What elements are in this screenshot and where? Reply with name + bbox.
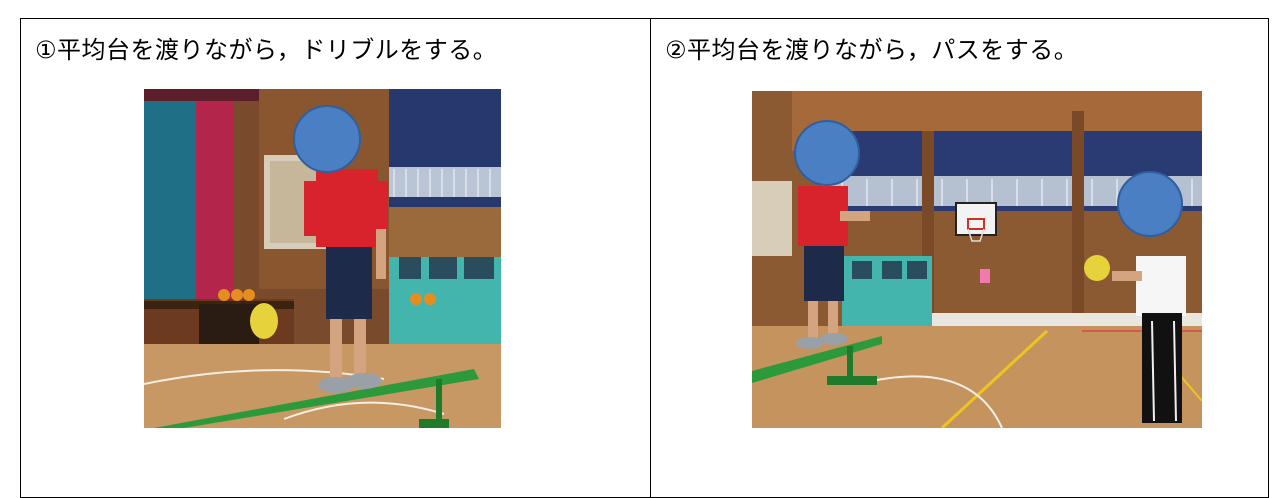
- photo-pass-on-balance-beam: [752, 91, 1202, 428]
- table-cell-pass: ②平均台を渡りながら，パスをする。: [651, 19, 1268, 497]
- photo-dribble-on-balance-beam: [144, 89, 501, 428]
- cell-caption: ①平均台を渡りながら，ドリブルをする。: [35, 36, 498, 64]
- table-cell-dribble: ①平均台を渡りながら，ドリブルをする。: [21, 19, 651, 497]
- cell-caption: ②平均台を渡りながら，パスをする。: [665, 36, 1079, 64]
- activity-table: ①平均台を渡りながら，ドリブルをする。: [20, 18, 1269, 498]
